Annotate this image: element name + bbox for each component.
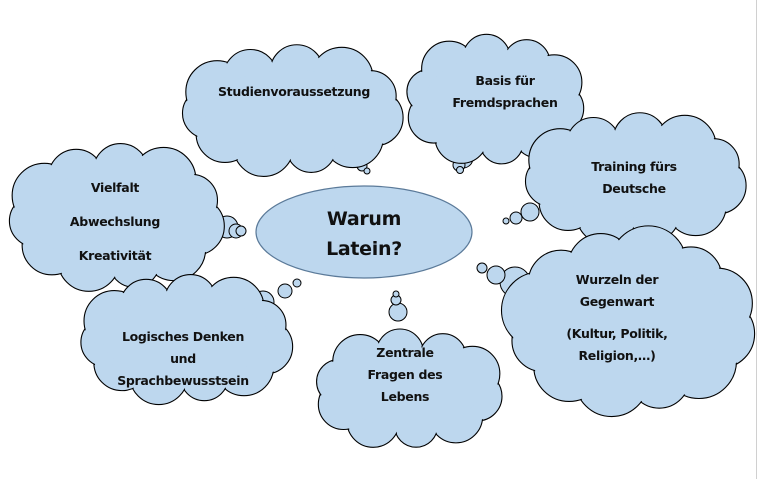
thought-bubble (388, 302, 408, 322)
cloud-vielfalt: Vielfalt Abwechslung Kreativität (70, 171, 160, 273)
cloud-text: und (170, 351, 196, 366)
center-topic: Warum Latein? (326, 204, 402, 264)
thought-bubble (456, 166, 464, 174)
cloud-text: Fragen des (367, 367, 443, 382)
cloud-text: Sprachbewusstsein (117, 373, 249, 388)
center-line-1: Warum (326, 208, 402, 230)
cloud-wurzeln-shape (476, 225, 756, 418)
cloud-text: Zentrale (376, 345, 434, 360)
thought-bubble (235, 225, 247, 237)
thought-bubble (363, 167, 371, 175)
cloud-text: Studienvoraussetzung (217, 84, 371, 99)
thought-bubble (392, 290, 400, 298)
cloud-basis-fremdsprachen: Basis für Fremdsprachen (452, 70, 557, 114)
cloud-text: Fremdsprachen (452, 95, 558, 110)
cloud-text: Deutsche (602, 181, 666, 196)
thought-bubble (277, 283, 293, 299)
cloud-wurzeln-gegenwart: Wurzeln der Gegenwart (Kultur, Politik, … (566, 269, 668, 367)
cloud-text: Basis für (475, 73, 535, 88)
thought-bubble (292, 278, 302, 288)
cloud-basis-shape (406, 33, 585, 174)
cloud-text: Training fürs (591, 159, 677, 174)
thought-bubble (509, 211, 523, 225)
thought-bubble (502, 217, 510, 225)
cloud-zentrale-fragen: Zentrale Fragen des Lebens (368, 342, 443, 408)
cloud-text: Religion,…) (578, 348, 656, 363)
thought-bubble (520, 202, 540, 222)
cloud-text: Vielfalt (90, 180, 140, 195)
cloud-text: Wurzeln der (575, 272, 659, 287)
cloud-text: Logisches Denken (121, 329, 245, 344)
cloud-text: Abwechslung (69, 214, 161, 229)
cloud-text: Gegenwart (579, 294, 655, 309)
page-edge-line (756, 0, 757, 479)
cloud-logisches-shape (80, 273, 302, 406)
cloud-logisches-denken: Logisches Denken und Sprachbewusstsein (117, 326, 249, 392)
thought-bubble (486, 265, 506, 285)
center-line-2: Latein? (326, 238, 402, 260)
cloud-training-shape (502, 112, 747, 246)
cloud-zentrale-shape (316, 290, 503, 448)
cloud-text: Lebens (380, 389, 430, 404)
cloud-studienvoraussetzung-shape (181, 44, 404, 178)
cloud-vielfalt-shape (8, 143, 247, 292)
center-ellipse (255, 185, 473, 279)
thought-bubble (476, 262, 488, 274)
cloud-text: (Kultur, Politik, (566, 326, 668, 341)
cloud-training-deutsche: Training fürs Deutsche (591, 156, 677, 200)
cloud-text: Kreativität (78, 248, 152, 263)
cloud-studienvoraussetzung: Studienvoraussetzung (218, 81, 370, 103)
